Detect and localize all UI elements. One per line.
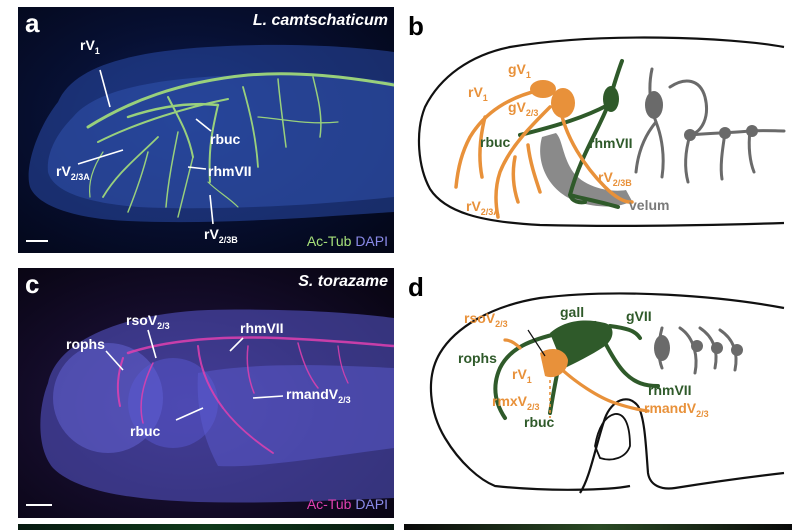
bottom-strip-left xyxy=(18,524,394,530)
label-d-rmandV: rmandV2/3 xyxy=(644,400,709,419)
panel-d-schematic: d rsoV2/3 xyxy=(400,268,792,518)
posterior-cranial-nerves xyxy=(634,67,786,184)
label-rbuc: rbuc xyxy=(210,131,241,147)
label-b-rV23A: rV2/3A xyxy=(466,198,500,217)
actub-nerve-fibers xyxy=(86,72,394,218)
ganglion-gV1 xyxy=(530,80,556,98)
gray-ganglion-2 xyxy=(684,129,696,141)
label-b-velum: velum xyxy=(629,197,670,213)
panel-c-stain-legend: Ac-Tub DAPI xyxy=(307,496,388,512)
panel-a-micrograph: a L. camtschaticum rV1 rV2/3A rbuc rhmVI… xyxy=(18,7,394,253)
panel-c-pointers xyxy=(105,329,284,421)
gray-ganglion-3 xyxy=(719,127,731,139)
label-b-rV1: rV1 xyxy=(468,84,488,103)
label-rV23A: rV2/3A xyxy=(56,163,90,182)
panel-a-stain-legend: Ac-Tub DAPI xyxy=(307,233,388,249)
gray-ganglion-4 xyxy=(746,125,758,137)
label-d-rV1: rV1 xyxy=(512,366,532,385)
label-rV1: rV1 xyxy=(80,37,100,56)
branchial-region xyxy=(197,365,394,467)
label-c-rbuc: rbuc xyxy=(130,423,161,439)
actub-nerve-fibers-c xyxy=(116,336,394,454)
panel-a-pointers xyxy=(77,69,214,225)
panel-d-letter: d xyxy=(408,272,424,302)
panel-c-species: S. torazame xyxy=(298,273,388,290)
label-rhmVII: rhmVII xyxy=(208,163,252,179)
velum-shape xyxy=(540,133,632,207)
panel-c-letter: c xyxy=(25,269,40,299)
label-d-rhmVII: rhmVII xyxy=(648,382,692,398)
panel-c-image xyxy=(40,309,394,503)
stain-actub-c: Ac-Tub xyxy=(306,496,352,512)
panel-c-micrograph: c S. torazame rsoV2/3 rophs rhmVII rmand… xyxy=(18,268,394,518)
stain-dapi-c: DAPI xyxy=(355,496,388,512)
gray-ganglion-d2 xyxy=(691,340,703,352)
bottom-strip-right xyxy=(404,524,792,530)
stain-actub: Ac-Tub xyxy=(306,233,352,249)
label-d-gall: gall xyxy=(560,304,585,320)
label-c-rmandV: rmandV2/3 xyxy=(286,386,351,405)
label-c-rophs: rophs xyxy=(66,336,105,352)
label-d-rophs: rophs xyxy=(458,350,497,366)
panel-a-species: L. camtschaticum xyxy=(252,12,388,29)
jaw-inner xyxy=(594,413,631,461)
panel-b-schematic: b xyxy=(400,7,792,255)
panel-b-drawing: b xyxy=(408,11,786,227)
embryo-head-shape-c xyxy=(40,309,394,503)
label-c-rhmVII: rhmVII xyxy=(240,320,284,336)
label-d-rbuc: rbuc xyxy=(524,414,555,430)
trigeminal-nerve xyxy=(454,88,634,219)
head-outline-d xyxy=(429,292,785,491)
label-d-rmxV: rmxV2/3 xyxy=(492,393,540,412)
label-b-rbuc: rbuc xyxy=(480,134,511,150)
label-d-rsoV: rsoV2/3 xyxy=(464,310,508,329)
jaw-outline xyxy=(579,398,785,494)
label-d-gVII: gVII xyxy=(626,308,652,324)
gray-ganglion-d4 xyxy=(731,344,743,356)
facial-ganglion xyxy=(603,86,619,112)
panel-a-letter: a xyxy=(25,8,40,38)
label-b-rhmVII: rhmVII xyxy=(589,135,633,151)
scale-bar-c xyxy=(26,504,52,506)
trigeminal-nerve-d xyxy=(503,338,650,413)
trigeminal-ganglion-d xyxy=(540,348,568,378)
eye-region xyxy=(53,343,163,453)
eye-region-2 xyxy=(128,358,218,448)
facial-nerve xyxy=(518,59,624,209)
ganglion-gV23 xyxy=(551,88,575,118)
head-outline xyxy=(417,36,785,227)
label-c-rsoV: rsoV2/3 xyxy=(126,312,170,331)
label-b-gV23: gV2/3 xyxy=(508,99,539,118)
panel-a-image xyxy=(28,44,394,225)
embryo-inner-glow xyxy=(47,74,394,209)
gray-ganglion-1 xyxy=(645,91,663,119)
stain-dapi: DAPI xyxy=(355,233,388,249)
gray-ganglion-d1 xyxy=(654,335,670,361)
pointer-rophs-d xyxy=(527,329,546,357)
gray-ganglion-d3 xyxy=(711,342,723,354)
scale-bar xyxy=(26,240,48,242)
panel-d-drawing: d xyxy=(408,272,785,494)
label-b-rV23B: rV2/3B xyxy=(598,169,632,188)
panel-b-letter: b xyxy=(408,11,424,41)
label-rV23B: rV2/3B xyxy=(204,226,238,245)
label-b-gV1: gV1 xyxy=(508,61,531,80)
